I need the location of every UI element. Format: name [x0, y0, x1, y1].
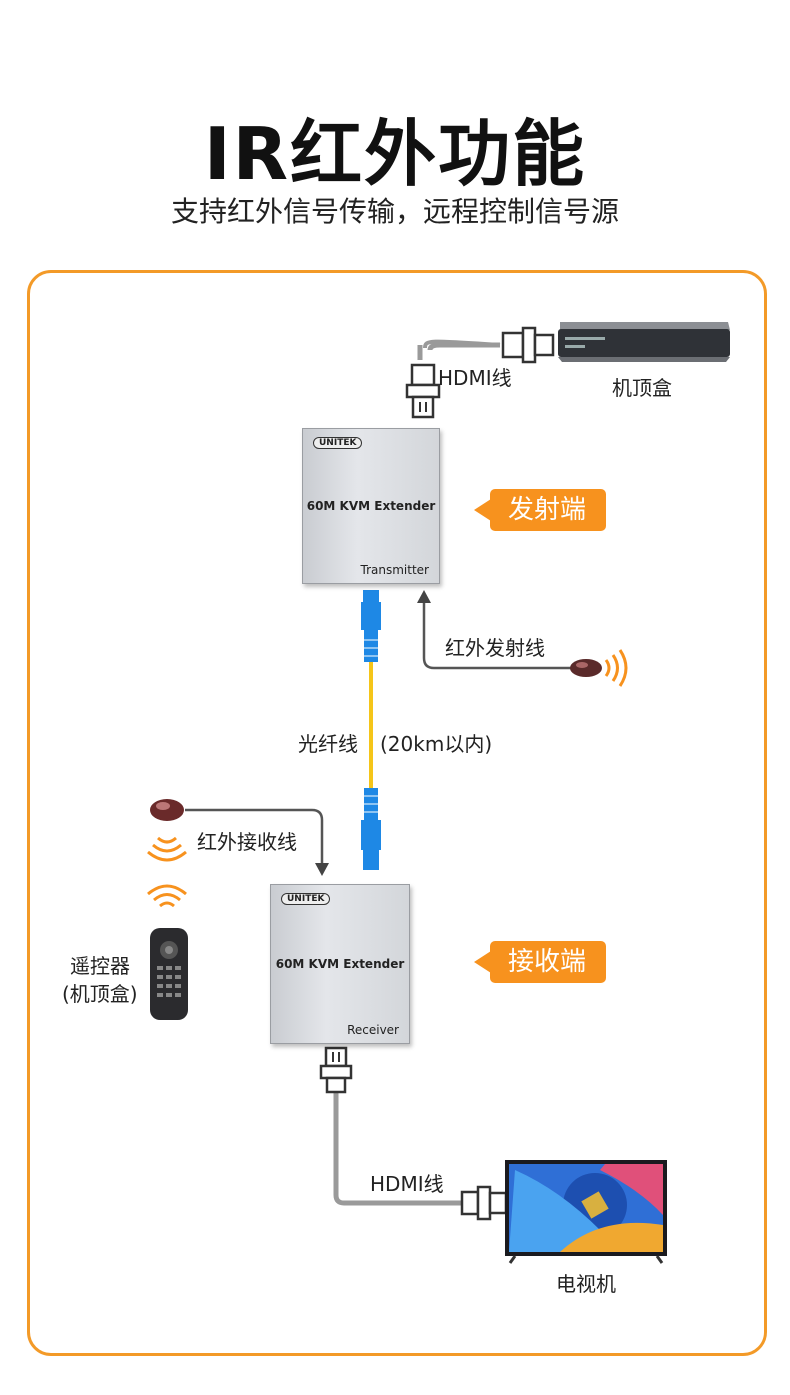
ir-emitter-label: 红外发射线	[445, 636, 545, 660]
fiber-label: 光纤线	[298, 732, 358, 756]
ir-emitter-cable	[422, 600, 575, 670]
settop-box-icon	[558, 322, 730, 362]
receiver-device: UNITEK 60M KVM Extender Receiver	[270, 884, 410, 1044]
tv-icon	[505, 1160, 667, 1264]
remote-control-icon	[150, 928, 188, 1020]
fiber-connector-top-icon	[361, 590, 381, 662]
hdmi-cable-bottom	[333, 1090, 462, 1206]
ir-receiver-cable	[185, 808, 324, 865]
ir-receiver-label: 红外接收线	[197, 830, 297, 854]
remote-label-line1: 遥控器	[70, 954, 130, 978]
receiver-tag: 接收端	[473, 941, 607, 983]
receiver-role: Receiver	[347, 1023, 399, 1037]
ir-emitter-icon	[570, 659, 602, 677]
fiber-connector-bottom-icon	[361, 788, 381, 870]
ir-receiver-arrow	[315, 863, 329, 876]
remote-wave-icon	[147, 884, 187, 908]
ir-receiver-icon	[150, 799, 184, 821]
fiber-range-label: (20km以内)	[380, 732, 493, 756]
remote-label-line2: (机顶盒)	[62, 982, 138, 1006]
hdmi-plug-tv-icon	[460, 1185, 508, 1221]
tv-label: 电视机	[556, 1272, 616, 1296]
page-title: IR红外功能	[203, 112, 587, 196]
receiver-model: 60M KVM Extender	[275, 957, 405, 971]
hdmi-plug-settop-icon	[501, 326, 555, 364]
transmitter-tag: 发射端	[473, 489, 607, 531]
hdmi-plug-receiver-icon	[319, 1046, 353, 1094]
ir-emitter-arrow	[417, 590, 431, 603]
receiver-brand-logo: UNITEK	[281, 893, 331, 905]
transmitter-model: 60M KVM Extender	[306, 499, 436, 513]
transmitter-brand-logo: UNITEK	[313, 437, 363, 449]
transmitter-device: UNITEK 60M KVM Extender Transmitter	[302, 428, 440, 584]
hdmi-bottom-label: HDMI线	[370, 1172, 444, 1196]
page-subtitle: 支持红外信号传输，远程控制信号源	[170, 195, 619, 228]
ir-emitter-wave-icon	[604, 649, 628, 687]
ir-receiver-wave-icon	[147, 836, 187, 862]
hdmi-plug-top-icon	[405, 363, 441, 419]
hdmi-top-label: HDMI线	[438, 366, 512, 390]
settop-box-label: 机顶盒	[612, 376, 672, 400]
hdmi-cable-top	[417, 342, 500, 360]
transmitter-role: Transmitter	[360, 563, 429, 577]
